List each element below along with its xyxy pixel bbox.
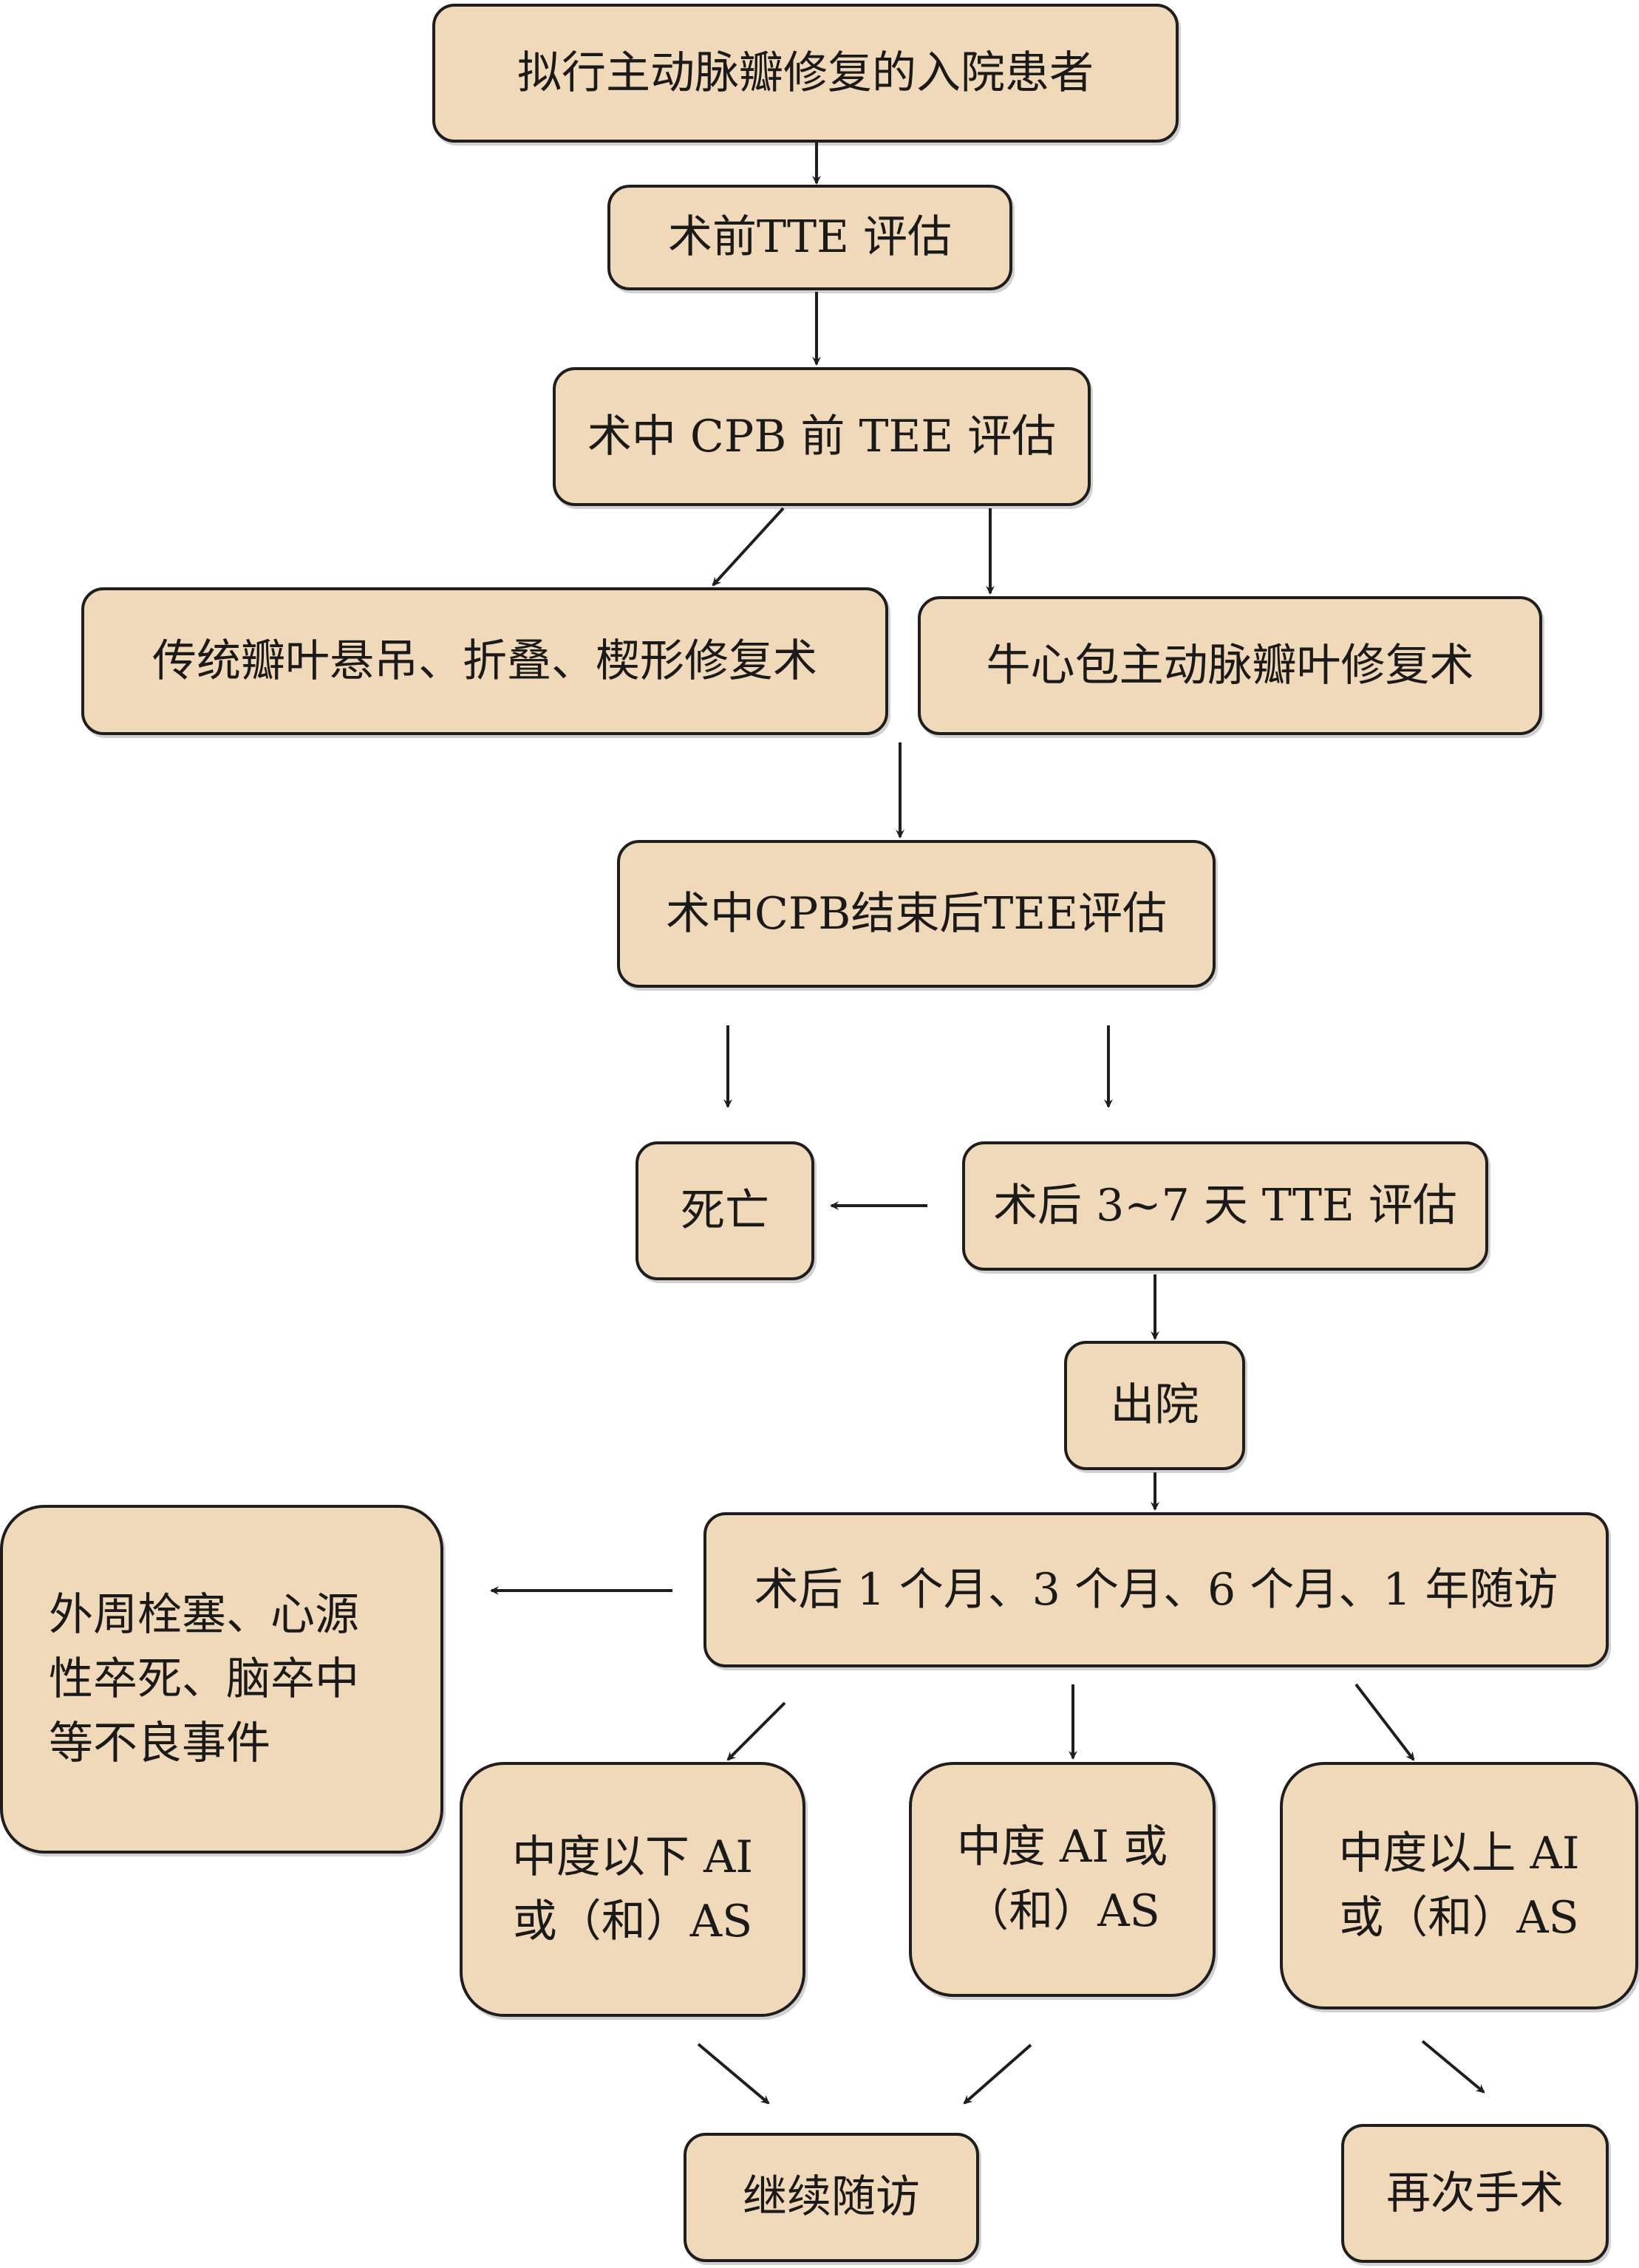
node-traditional-repair-label: 传统瓣叶悬吊、折叠、楔形修复术	[152, 635, 817, 687]
node-adverse-events-line-3: 等不良事件	[49, 1717, 270, 1769]
node-admit-label: 拟行主动脉瓣修复的入院患者	[517, 47, 1094, 99]
node-admit: 拟行主动脉瓣修复的入院患者	[432, 4, 1179, 143]
node-adverse-events: 外周栓塞、心源 性卒死、脑卒中 等不良事件	[0, 1505, 443, 1854]
node-discharge-label: 出院	[1110, 1379, 1199, 1431]
arrow-moderate-to-continue	[963, 2043, 1032, 2105]
node-pre-tte-label: 术前TTE 评估	[667, 211, 953, 263]
node-followup: 术后 1 个月、3 个月、6 个月、1 年随访	[703, 1512, 1609, 1667]
node-pre-cpb-tee-label: 术中 CPB 前 TEE 评估	[587, 410, 1057, 462]
arrow-below-to-continue	[697, 2043, 770, 2105]
node-below-moderate-line-1: 中度以下 AI	[511, 1831, 754, 1883]
arrow-followup-to-above	[1355, 1683, 1415, 1761]
arrow-above-to-reoperation	[1421, 2040, 1485, 2094]
node-followup-label: 术后 1 个月、3 个月、6 个月、1 年随访	[754, 1563, 1558, 1616]
node-above-moderate-line-1: 中度以上 AI	[1338, 1827, 1580, 1879]
arrow-pre-cpb-to-traditional	[712, 507, 785, 587]
node-postop-tte-label: 术后 3~7 天 TTE 评估	[993, 1180, 1457, 1232]
node-postop-tte: 术后 3~7 天 TTE 评估	[962, 1141, 1488, 1271]
node-pericardial-repair-label: 牛心包主动脉瓣叶修复术	[986, 639, 1474, 691]
node-moderate: 中度 AI 或 （和）AS	[909, 1762, 1216, 1997]
node-moderate-line-1: 中度 AI 或	[956, 1821, 1168, 1873]
node-discharge: 出院	[1064, 1341, 1245, 1470]
node-above-moderate: 中度以上 AI 或（和）AS	[1280, 1762, 1638, 2009]
node-continue-followup-label: 继续随访	[743, 2171, 920, 2223]
node-post-cpb-tee-label: 术中CPB结束后TEE评估	[666, 887, 1167, 940]
node-reoperation: 再次手术	[1341, 2124, 1609, 2263]
node-above-moderate-line-2: 或（和）AS	[1339, 1891, 1579, 1944]
node-traditional-repair: 传统瓣叶悬吊、折叠、楔形修复术	[81, 587, 888, 735]
node-adverse-events-line-1: 外周栓塞、心源	[49, 1588, 359, 1641]
node-below-moderate: 中度以下 AI 或（和）AS	[460, 1762, 805, 2017]
node-pericardial-repair: 牛心包主动脉瓣叶修复术	[918, 596, 1542, 735]
node-adverse-events-line-2: 性卒死、脑卒中	[49, 1653, 359, 1705]
node-continue-followup: 继续随访	[684, 2133, 979, 2262]
node-death: 死亡	[636, 1141, 814, 1280]
node-below-moderate-line-2: 或（和）AS	[512, 1895, 753, 1947]
arrow-followup-to-below	[726, 1701, 786, 1761]
node-reoperation-label: 再次手术	[1386, 2167, 1564, 2219]
node-pre-tte: 术前TTE 评估	[607, 185, 1012, 290]
node-pre-cpb-tee: 术中 CPB 前 TEE 评估	[553, 367, 1091, 506]
node-death-label: 死亡	[681, 1184, 769, 1237]
node-moderate-line-2: （和）AS	[964, 1885, 1160, 1937]
node-post-cpb-tee: 术中CPB结束后TEE评估	[617, 840, 1216, 988]
